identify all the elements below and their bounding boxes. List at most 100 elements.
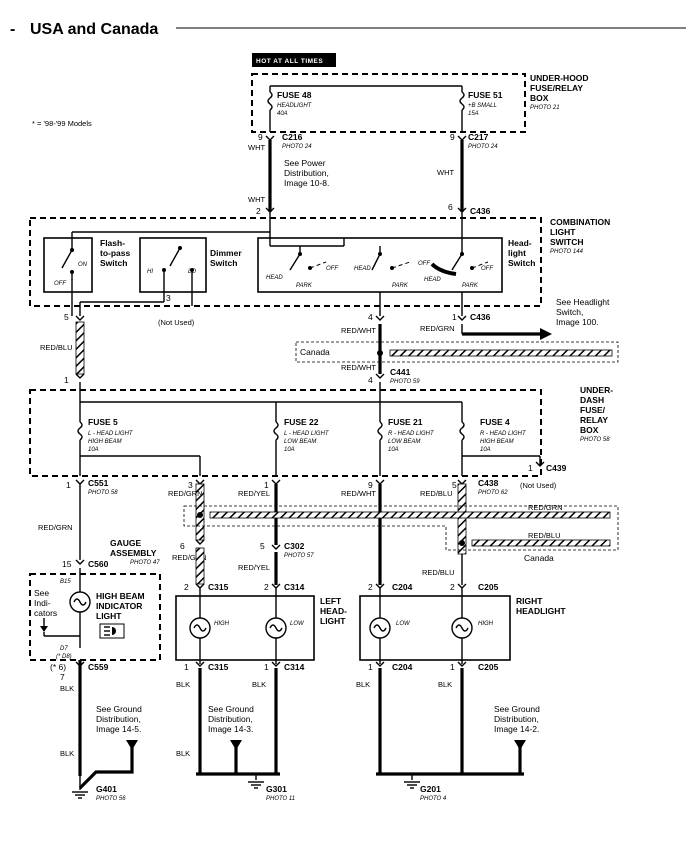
underdash-fuse-box: [29, 389, 542, 477]
wht-label-1: WHT: [248, 143, 265, 152]
gauge-assembly-box: [29, 573, 161, 661]
ground-ref-142-1: See Ground: [494, 704, 540, 714]
blk-label-4: BLK: [252, 680, 266, 689]
fuse21-l1: R - HEAD LIGHT: [388, 431, 435, 437]
hl-off-1: OFF: [326, 266, 338, 272]
underhood-box-label-2: FUSE/RELAY: [530, 83, 583, 93]
not-used-label-1: (Not Used): [158, 318, 195, 327]
blk-label-2: BLK: [60, 749, 74, 758]
combo-switch-label: COMBINATION: [550, 217, 610, 227]
fuse22-symbol: [273, 421, 279, 441]
c438-label: C438: [478, 478, 499, 488]
see-indicators-3: cators: [34, 608, 57, 618]
ground-ref-143-3: Image 14-3.: [208, 724, 253, 734]
combination-light-switch: [29, 217, 542, 307]
down-arrow-icon: [40, 626, 48, 632]
c315-pin-bottom: 1: [184, 662, 189, 672]
c436-pin-4: 4: [368, 312, 373, 322]
red-grn-label-2: RED/GRN: [38, 523, 73, 532]
gauge-pin-6: 6: [180, 541, 185, 551]
fuse21-l2: LOW BEAM: [388, 439, 420, 445]
fuse22-l3: 10A: [284, 447, 295, 453]
fuse4-symbol: [459, 421, 465, 441]
fuse51-name: FUSE 51: [468, 90, 503, 100]
power-ref-1: See Power: [284, 158, 326, 168]
hl-park-3: PARK: [462, 283, 479, 289]
gauge-assembly-photo: PHOTO 47: [130, 560, 160, 566]
blk-label-3: BLK: [176, 680, 190, 689]
c205-pin-bottom: 1: [450, 662, 455, 672]
right-headlight-label-2: HEADLIGHT: [516, 606, 566, 616]
power-ref-2: Distribution,: [284, 168, 329, 178]
red-wht-label-1: RED/WHT: [341, 326, 376, 335]
red-blu-label-4: RED/BLU: [422, 568, 455, 577]
red-grn-wire-hatch-2: [195, 547, 205, 585]
gauge-assembly-label-2: ASSEMBLY: [110, 548, 157, 558]
g301-photo: PHOTO 11: [266, 796, 295, 802]
blk-label-7: BLK: [438, 680, 452, 689]
d7-label: D7: [60, 646, 68, 652]
hl-off-2: OFF: [418, 261, 430, 267]
fuse5-l3: 10A: [88, 447, 99, 453]
g201-photo: PHOTO 4: [420, 796, 447, 802]
red-grn-label-5: RED/GRN: [172, 553, 207, 562]
headlight-sw-label-3: Switch: [508, 258, 535, 268]
canada-label-2: Canada: [524, 553, 554, 563]
left-high-label: HIGH: [214, 621, 230, 627]
right-high-label: HIGH: [478, 621, 494, 627]
wht-label-2: WHT: [437, 168, 454, 177]
fuse51-rating: 15A: [468, 111, 479, 117]
hl-head-3: HEAD: [424, 277, 441, 283]
c302-photo: PHOTO 57: [284, 553, 314, 559]
red-grn-label-3: RED/GRN: [168, 489, 203, 498]
hbi-label-3: LIGHT: [96, 611, 122, 621]
c314-pin-bottom: 1: [264, 662, 269, 672]
see-indicators-2: Indi-: [34, 598, 51, 608]
c205-label-bottom: C205: [478, 662, 499, 672]
hbi-label: HIGH BEAM: [96, 591, 145, 601]
c204-pin-bottom: 1: [368, 662, 373, 672]
c217-photo: PHOTO 24: [468, 144, 498, 150]
hl-park-2: PARK: [392, 283, 409, 289]
c314-label-bottom: C314: [284, 662, 305, 672]
flash-pass-on: ON: [78, 262, 88, 268]
underdash-label-5: BOX: [580, 425, 599, 435]
dimmer-hi: HI: [147, 269, 153, 275]
underdash-photo: PHOTO 58: [580, 437, 610, 443]
underdash-label: UNDER-: [580, 385, 613, 395]
not-used-label-2: (Not Used): [520, 481, 557, 490]
left-headlight-box: [175, 595, 315, 661]
ground-ref-145-1: See Ground: [96, 704, 142, 714]
c551-photo: PHOTO 58: [88, 490, 118, 496]
c441-label: C441: [390, 367, 411, 377]
c438-pin: 5: [452, 480, 457, 490]
left-low-label: LOW: [290, 621, 305, 627]
blk-label-5: BLK: [176, 749, 190, 758]
c217-label: C217: [468, 132, 489, 142]
fuse22-l1: L - HEAD LIGHT: [284, 431, 330, 437]
canada-label-1: Canada: [300, 347, 330, 357]
g201-label: G201: [420, 784, 441, 794]
see-indicators-1: See: [34, 588, 49, 598]
footnote: * = '98-'99 Models: [32, 119, 92, 128]
dimmer-label: Dimmer: [210, 248, 242, 258]
hot-at-all-times-badge: [252, 53, 336, 67]
c436-bottom-label: C436: [470, 312, 491, 322]
underhood-fuse-box: [251, 73, 526, 133]
underdash-label-3: FUSE/: [580, 405, 606, 415]
fuse48-name: FUSE 48: [277, 90, 312, 100]
c441-pin-4: 4: [368, 375, 373, 385]
red-wht-label-3: RED/WHT: [341, 489, 376, 498]
canada-box-top: [295, 341, 619, 363]
c314-pin-top: 2: [264, 582, 269, 592]
ground-ref-142-3: Image 14-2.: [494, 724, 539, 734]
c559-label: C559: [88, 662, 109, 672]
fuse21-l3: 10A: [388, 447, 399, 453]
canada-wire-mid: [209, 511, 611, 519]
ground-ref-143-1: See Ground: [208, 704, 254, 714]
canada-wire-top: [389, 349, 613, 357]
c204-pin-top: 2: [368, 582, 373, 592]
fuse4-name: FUSE 4: [480, 417, 510, 427]
hot-at-all-times-label: HOT AT ALL TIMES: [256, 58, 323, 65]
